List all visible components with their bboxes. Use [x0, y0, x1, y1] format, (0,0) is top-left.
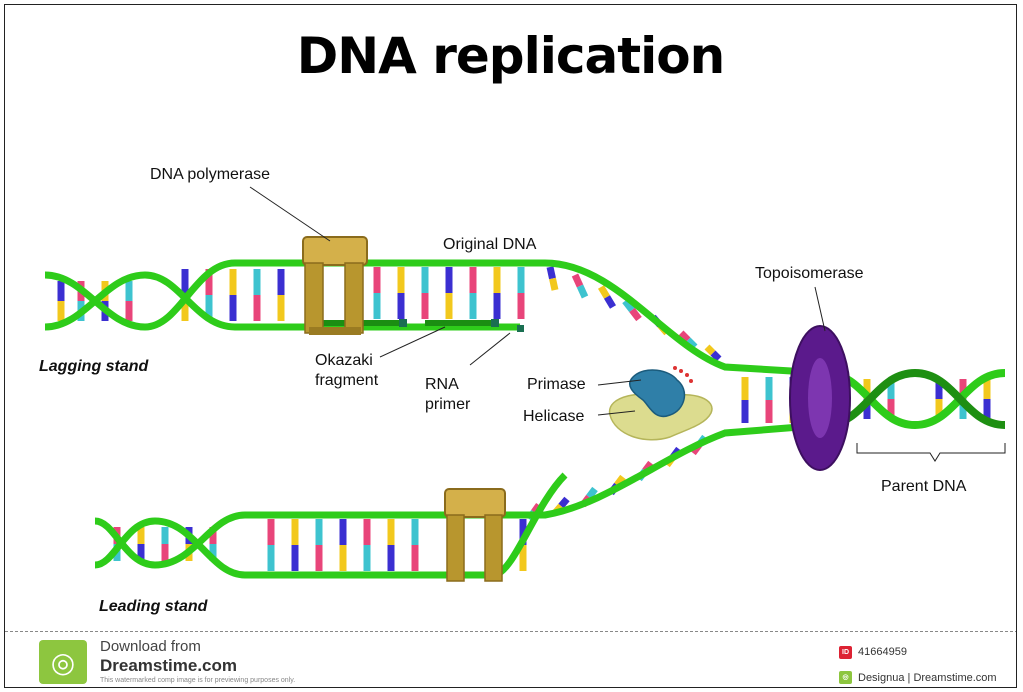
diagram-frame: DNA replication	[4, 4, 1017, 688]
id-badge: ID	[839, 646, 852, 659]
parent-dna-helix	[825, 373, 1005, 425]
label-original-dna: Original DNA	[443, 236, 537, 253]
base-pair-rung	[575, 275, 580, 286]
label-rna-1: RNA	[425, 376, 459, 393]
base-pair-rung	[713, 353, 719, 359]
label-okazaki-1: Okazaki	[315, 352, 373, 369]
dna-polymerase-lower	[445, 489, 505, 581]
credit-icon: ◎	[839, 671, 852, 684]
label-primase: Primase	[527, 376, 586, 393]
footer-download-text: Download from	[100, 638, 201, 655]
footer-note: This watermarked comp image is for previ…	[100, 677, 295, 684]
base-pair-rung	[601, 287, 607, 297]
base-pair-rung	[580, 286, 585, 297]
label-lagging-strand: Lagging stand	[39, 358, 150, 375]
base-pair-rung	[553, 279, 556, 291]
label-rna-2: primer	[425, 396, 471, 413]
label-leading-strand: Leading stand	[99, 598, 209, 615]
base-pair-rung	[561, 499, 567, 506]
label-helicase: Helicase	[523, 408, 584, 425]
label-dna-polymerase: DNA polymerase	[150, 166, 270, 183]
upper-fork-strands	[45, 263, 825, 373]
label-okazaki-2: fragment	[315, 372, 379, 389]
label-parent-dna: Parent DNA	[881, 478, 967, 495]
topoisomerase-ring	[790, 326, 850, 470]
base-pair-rung	[632, 310, 639, 319]
footer-site-name[interactable]: Dreamstime.com	[100, 656, 237, 676]
watermark-footer: ◎ Download from Dreamstime.com This wate…	[5, 631, 1017, 688]
footer-image-id: 41664959	[858, 646, 907, 658]
dna-replication-diagram: DNA polymerase Original DNA Topoisomeras…	[5, 5, 1017, 631]
footer-credit[interactable]: Designua | Dreamstime.com	[858, 672, 997, 684]
base-pair-rung	[607, 297, 613, 307]
base-pair-rung	[707, 347, 713, 353]
label-topoisomerase: Topoisomerase	[755, 265, 864, 282]
dreamstime-logo: ◎	[39, 640, 87, 684]
base-pair-rung	[550, 267, 553, 279]
